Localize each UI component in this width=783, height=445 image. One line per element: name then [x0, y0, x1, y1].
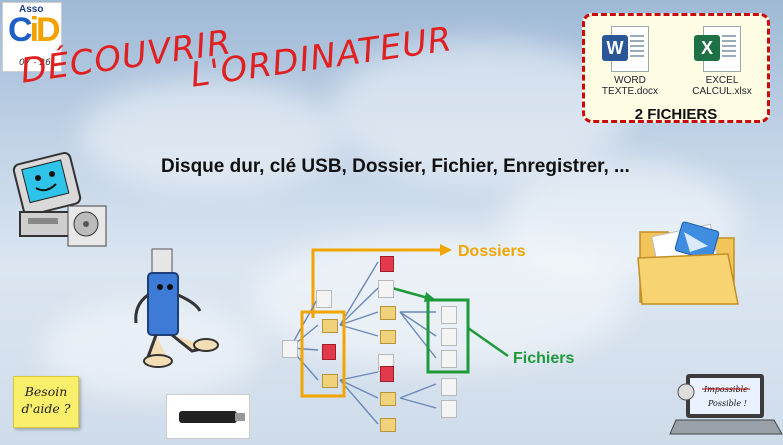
laptop-icon: Impossible Possible !: [669, 374, 783, 435]
word-file-icon: W: [602, 26, 649, 72]
tree-file-icon: [441, 350, 457, 368]
help-sticky-note[interactable]: Besoin d'aide ?: [13, 376, 79, 428]
fichiers-label: Fichiers: [513, 350, 575, 367]
excel-file-name-2: CALCUL.xlsx: [692, 86, 752, 97]
usb-key-mascot-icon: [134, 248, 219, 368]
logo-asso-text: Asso: [19, 4, 44, 15]
tree-folder-red-icon: [380, 256, 394, 272]
word-file-name-2: TEXTE.docx: [601, 86, 659, 97]
word-file-name-1: WORD: [614, 75, 646, 86]
tree-folder-icon: [380, 330, 396, 344]
tree-folder-red-icon: [322, 344, 336, 360]
tree-file-icon: [441, 400, 457, 418]
subtitle-topics: Disque dur, clé USB, Dossier, Fichier, E…: [161, 156, 630, 177]
tree-file-icon: [316, 290, 332, 308]
logo-cid-text: CiD: [8, 11, 61, 49]
tree-folder-icon: [380, 418, 396, 432]
tree-folder-red-icon: [380, 366, 394, 382]
open-folder-icon: [637, 221, 739, 305]
dossiers-label: Dossiers: [458, 243, 526, 260]
tree-file-icon: [282, 340, 298, 358]
asso-cid-logo: Asso CiD 07 - 26: [2, 2, 62, 72]
tree-file-icon: [441, 378, 457, 396]
tree-folder-icon: [380, 306, 396, 320]
tree-folder-icon: [322, 319, 338, 333]
excel-file-icon: X: [694, 26, 741, 72]
computer-mascot-icon: [12, 152, 107, 247]
logo-year: 07 - 26: [19, 58, 51, 68]
excel-file-name-1: EXCEL: [705, 75, 739, 86]
tree-file-icon: [378, 280, 394, 298]
tree-folder-icon: [322, 374, 338, 388]
tree-file-icon: [441, 306, 457, 324]
laptop-screen-line-2: Possible !: [707, 399, 747, 408]
usb-stick-icon: [166, 394, 250, 439]
tree-folder-icon: [380, 392, 396, 406]
files-count: 2 FICHIERS: [634, 106, 718, 123]
help-line-2: d'aide ?: [21, 401, 71, 416]
tree-file-icon: [441, 328, 457, 346]
help-line-1: Besoin: [24, 384, 68, 399]
